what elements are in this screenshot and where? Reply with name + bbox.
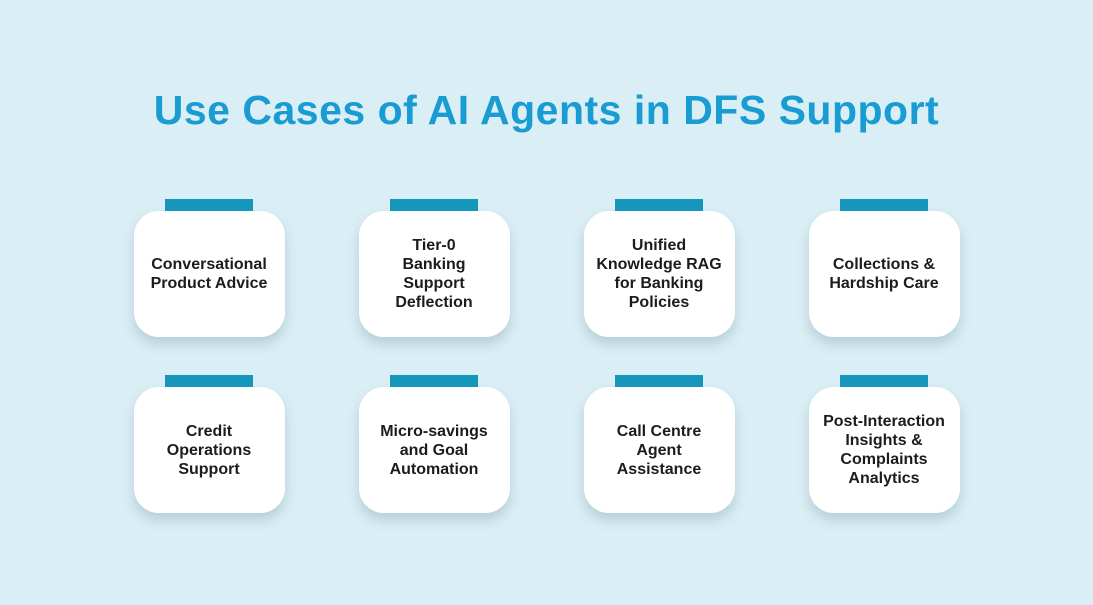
card-body: Tier-0 Banking Support Deflection [358,211,510,337]
card-label: Call Centre Agent Assistance [616,422,702,478]
card-label: Unified Knowledge RAG for Banking Polici… [596,237,722,311]
page-title: Use Cases of AI Agents in DFS Support [153,87,940,133]
card-accent-tab [165,375,253,389]
card-accent-tab [615,199,703,213]
card-accent-tab [390,375,478,389]
card-body: Call Centre Agent Assistance [583,387,735,513]
card-accent-tab [165,199,253,213]
card-label: Micro-savings and Goal Automation [380,422,488,478]
card-accent-tab [840,375,928,389]
card-body: Collections & Hardship Care [808,211,960,337]
use-case-card-collections-hardship-care: Collections & Hardship Care [808,199,960,337]
card-label: Tier-0 Banking Support Deflection [395,237,473,311]
use-case-grid: Conversational Product Advice Tier-0 Ban… [0,199,1093,513]
card-accent-tab [840,199,928,213]
use-case-card-post-interaction-insights: Post-Interaction Insights & Complaints A… [808,375,960,513]
use-case-card-micro-savings-goal-automation: Micro-savings and Goal Automation [358,375,510,513]
card-label: Collections & Hardship Care [829,256,939,292]
card-label: Conversational Product Advice [150,256,268,292]
use-case-card-conversational-product-advice: Conversational Product Advice [133,199,285,337]
card-accent-tab [615,375,703,389]
use-case-card-tier0-banking-support-deflection: Tier-0 Banking Support Deflection [358,199,510,337]
use-case-card-unified-knowledge-rag: Unified Knowledge RAG for Banking Polici… [583,199,735,337]
card-label: Credit Operations Support [166,422,252,478]
card-body: Micro-savings and Goal Automation [358,387,510,513]
card-body: Post-Interaction Insights & Complaints A… [808,387,960,513]
card-body: Credit Operations Support [133,387,285,513]
card-body: Conversational Product Advice [133,211,285,337]
card-label: Post-Interaction Insights & Complaints A… [823,413,945,487]
use-case-card-credit-operations-support: Credit Operations Support [133,375,285,513]
use-case-card-call-centre-agent-assistance: Call Centre Agent Assistance [583,375,735,513]
card-accent-tab [390,199,478,213]
card-body: Unified Knowledge RAG for Banking Polici… [583,211,735,337]
